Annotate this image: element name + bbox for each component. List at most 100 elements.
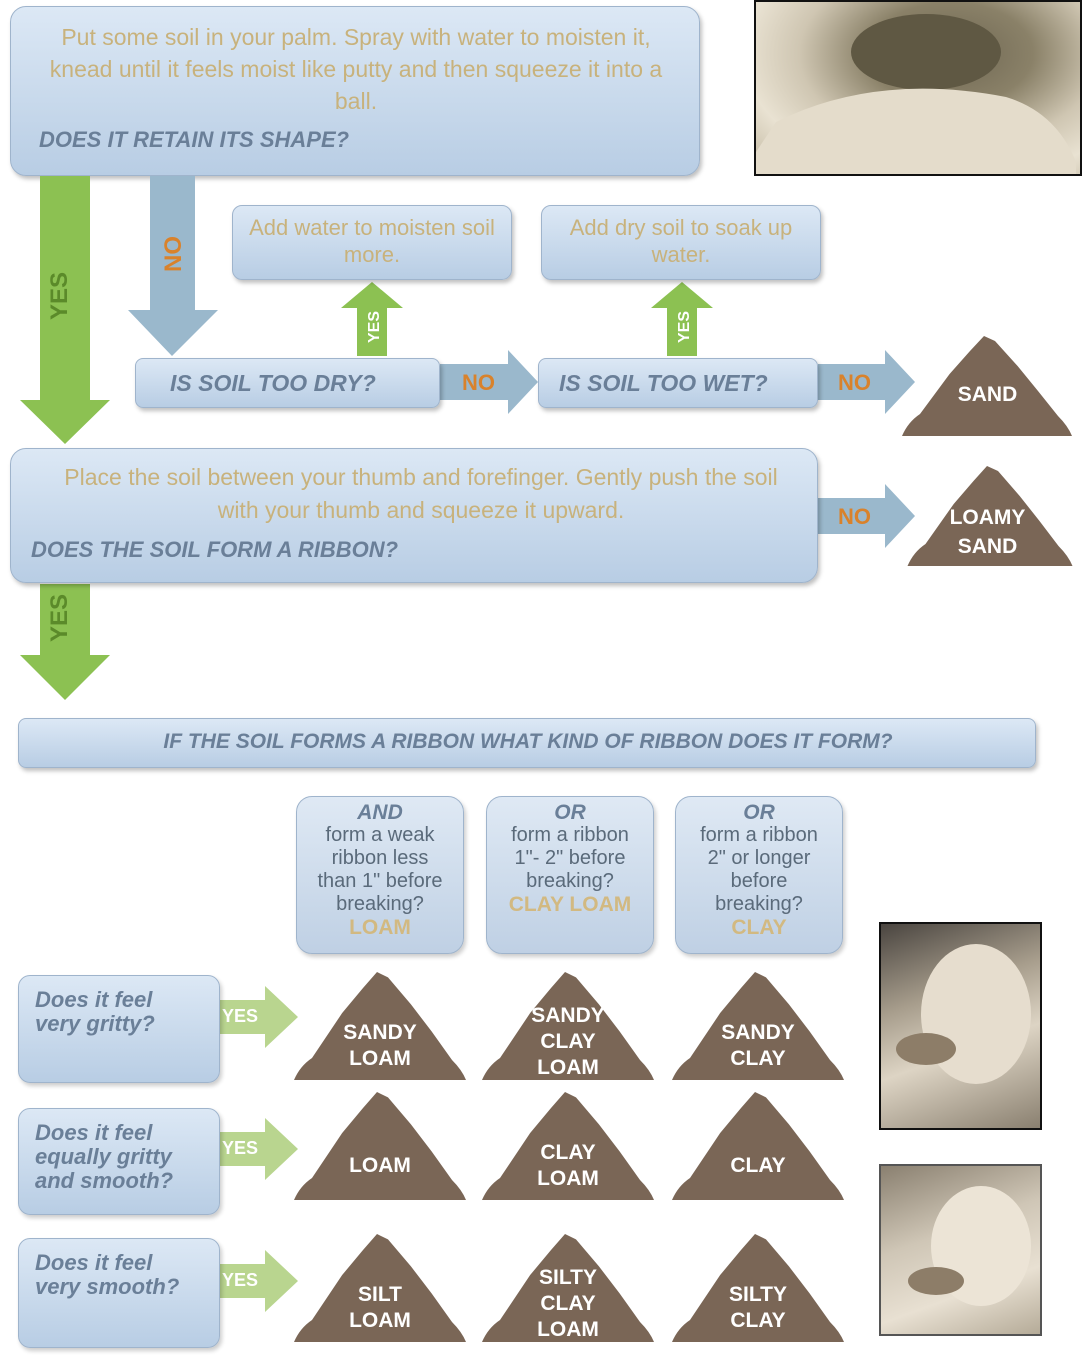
feel-smooth-box: Does it feel very smooth? xyxy=(18,1238,220,1348)
ribbon-result: CLAY LOAM xyxy=(508,893,632,916)
too-wet-question: IS SOIL TOO WET? xyxy=(559,370,768,396)
soil-pile-r2-c2 xyxy=(672,1234,844,1342)
sand-pile xyxy=(902,336,1072,436)
soil-type-line: CLAY xyxy=(730,1154,786,1177)
no-label-ribbon: NO xyxy=(838,504,871,529)
feel-question-line: and smooth? xyxy=(35,1168,174,1193)
no-arrow-1 xyxy=(128,176,218,356)
no-arrow-ribbon xyxy=(818,484,915,548)
soil-in-palm-photo xyxy=(754,0,1082,176)
feel-equal-box: Does it feel equally gritty and smooth? xyxy=(18,1108,220,1215)
soil-type-label: SILT LOAM xyxy=(310,1282,450,1334)
yes-label-row3: YES xyxy=(222,1270,259,1290)
soil-type-line: LOAM xyxy=(537,1056,599,1079)
photo-sketch xyxy=(756,14,1076,174)
too-wet-box: IS SOIL TOO WET? xyxy=(538,358,818,408)
ribbon-result: CLAY xyxy=(731,916,787,939)
sand-result: SAND xyxy=(957,383,1018,406)
no-label-wet: NO xyxy=(838,370,871,395)
soil-pile-r1-c2 xyxy=(672,1092,844,1200)
feel-question-line: equally gritty xyxy=(35,1144,172,1169)
step2-question: DOES THE SOIL FORM A RIBBON? xyxy=(31,537,399,562)
soil-type-label: CLAY LOAM xyxy=(498,1140,638,1192)
add-water-box: Add water to moisten soil more. xyxy=(232,205,512,280)
add-dry-soil-text: Add dry soil to soak up water. xyxy=(569,215,793,267)
soil-type-line: SILTY xyxy=(729,1283,787,1306)
soil-type-line: CLAY xyxy=(540,1141,596,1164)
soil-pile-r1-c0 xyxy=(294,1092,466,1200)
photo-sketch xyxy=(896,944,1031,1084)
feel-gritty-box: Does it feel very gritty? xyxy=(18,975,220,1083)
ribbon-text: form a weak xyxy=(325,824,435,846)
soil-type-label: LOAM xyxy=(310,1153,450,1179)
too-dry-box: IS SOIL TOO DRY? xyxy=(135,358,440,408)
soil-type-line: LOAM xyxy=(537,1318,599,1341)
soil-type-line: SILT xyxy=(358,1283,402,1306)
soil-type-line: SANDY xyxy=(721,1021,795,1044)
soil-type-label: SANDY LOAM xyxy=(310,1020,450,1072)
step2-box: Place the soil between your thumb and fo… xyxy=(10,448,818,583)
step2-instruction: Place the soil between your thumb and fo… xyxy=(64,464,778,523)
ribbon-text: before xyxy=(730,870,788,892)
soil-type-line: SANDY xyxy=(531,1004,605,1027)
soil-pile-r1-c1 xyxy=(482,1092,654,1200)
feel-question-line: very smooth? xyxy=(35,1274,180,1299)
soil-type-line: SILTY xyxy=(539,1266,597,1289)
loamy-sand-pile xyxy=(907,466,1073,566)
ribbon-text: form a ribbon xyxy=(511,824,629,846)
soil-pile-r0-c1 xyxy=(482,972,654,1080)
ribbon-result: LOAM xyxy=(349,916,411,939)
soil-type-label: CLAY xyxy=(688,1153,828,1179)
ribbon-hand-photo-1 xyxy=(879,922,1042,1130)
ribbon-connector: OR xyxy=(554,801,586,824)
soil-type-line: LOAM xyxy=(349,1047,411,1070)
feel-question-line: very gritty? xyxy=(35,1011,155,1036)
no-arrow-wet xyxy=(818,350,915,414)
soil-type-label: SANDY CLAY LOAM xyxy=(498,1003,638,1081)
ribbon-box-weak: AND form a weak ribbon less than 1" befo… xyxy=(296,796,464,954)
ribbon-question-bar: IF THE SOIL FORMS A RIBBON WHAT KIND OF … xyxy=(18,718,1036,768)
ribbon-connector: AND xyxy=(357,801,403,824)
soil-pile-r0-c2 xyxy=(672,972,844,1080)
soil-pile-r2-c0 xyxy=(294,1234,466,1342)
loamy-sand-line2: SAND xyxy=(957,535,1018,558)
feel-question-line: Does it feel xyxy=(35,1250,153,1275)
step1-box: Put some soil in your palm. Spray with w… xyxy=(10,6,700,176)
photo-sketch xyxy=(908,1186,1031,1306)
ribbon-text: form a ribbon xyxy=(700,824,818,846)
ribbon-text: 1"- 2" before xyxy=(514,847,626,869)
soil-type-line: LOAM xyxy=(349,1154,411,1177)
yes-arrow-row2 xyxy=(220,1118,298,1180)
ribbon-text: than 1" before xyxy=(317,870,443,892)
soil-type-line: LOAM xyxy=(349,1309,411,1332)
ribbon-hand-photo-2 xyxy=(879,1164,1042,1336)
soil-type-label: SANDY CLAY xyxy=(688,1020,828,1072)
too-dry-question: IS SOIL TOO DRY? xyxy=(170,370,376,396)
loamy-sand-result: LOAMY SAND xyxy=(920,503,1055,561)
ribbon-text: breaking? xyxy=(336,893,424,915)
soil-type-line: LOAM xyxy=(537,1167,599,1190)
soil-type-line: CLAY xyxy=(730,1309,786,1332)
ribbon-text: breaking? xyxy=(526,870,614,892)
loamy-sand-line1: LOAMY xyxy=(949,506,1026,529)
ribbon-question: IF THE SOIL FORMS A RIBBON WHAT KIND OF … xyxy=(163,730,893,753)
soil-type-line: CLAY xyxy=(540,1030,596,1053)
ribbon-box-long: OR form a ribbon 2" or longer before bre… xyxy=(675,796,843,954)
ribbon-connector: OR xyxy=(743,801,775,824)
step1-question: DOES IT RETAIN ITS SHAPE? xyxy=(39,127,350,152)
soil-pile-r0-c0 xyxy=(294,972,466,1080)
soil-pile-r2-c1 xyxy=(482,1234,654,1342)
soil-type-line: CLAY xyxy=(730,1047,786,1070)
feel-question-line: Does it feel xyxy=(35,1120,153,1145)
ribbon-box-medium: OR form a ribbon 1"- 2" before breaking?… xyxy=(486,796,654,954)
ribbon-text: ribbon less xyxy=(331,847,429,869)
yes-arrow-1 xyxy=(20,176,110,444)
yes-arrow-wet xyxy=(651,282,713,356)
soil-type-line: SANDY xyxy=(343,1021,417,1044)
add-water-text: Add water to moisten soil more. xyxy=(249,215,495,267)
yes-arrow-dry xyxy=(341,282,403,356)
soil-type-label: SILTY CLAY xyxy=(688,1282,828,1334)
feel-question-line: Does it feel xyxy=(35,987,153,1012)
